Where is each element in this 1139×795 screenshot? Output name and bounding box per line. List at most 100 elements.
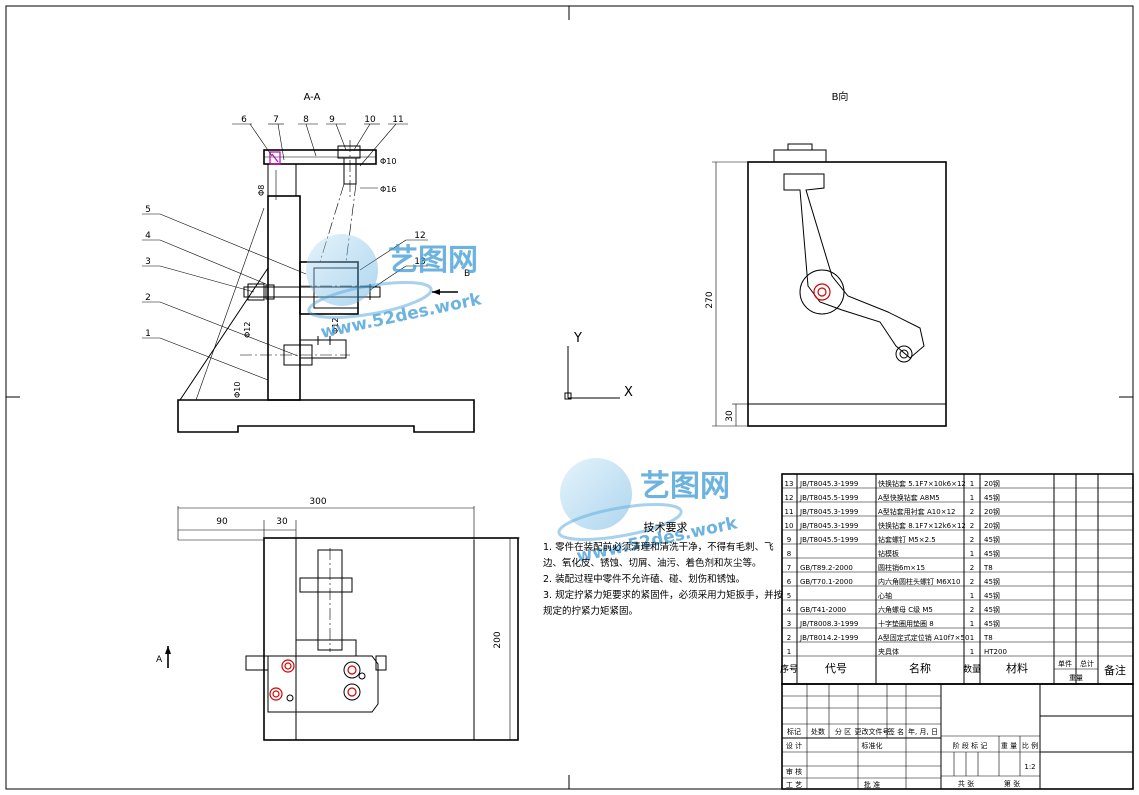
watermark-1: 艺图网 www.52des.work — [306, 234, 484, 343]
svg-text:A型钻套用衬套 A10×12: A型钻套用衬套 A10×12 — [878, 507, 955, 516]
svg-text:JB/T8008.3-1999: JB/T8008.3-1999 — [799, 620, 858, 628]
svg-text:阶 段 标 记: 阶 段 标 记 — [953, 741, 988, 750]
svg-text:1: 1 — [787, 648, 791, 656]
svg-text:JB/T8045.3-1999: JB/T8045.3-1999 — [799, 522, 858, 530]
bom-row-6: 6 GB/T70.1-2000 内六角圆柱头螺钉 M6X10 2 45钢 — [787, 577, 1000, 586]
dim-phi10-bottom: Φ10 — [233, 382, 242, 398]
svg-text:4: 4 — [787, 606, 792, 614]
svg-text:9: 9 — [787, 536, 791, 544]
watermark-brand: 艺图网 — [640, 469, 730, 504]
svg-text:GB/T70.1-2000: GB/T70.1-2000 — [800, 578, 853, 586]
svg-text:2: 2 — [970, 606, 974, 614]
svg-text:8: 8 — [787, 550, 791, 558]
svg-text:45钢: 45钢 — [984, 605, 1000, 614]
svg-text:6: 6 — [787, 578, 792, 586]
svg-text:圆柱销6m×15: 圆柱销6m×15 — [878, 563, 925, 572]
balloon-9: 9 — [329, 115, 335, 125]
title-block-text: 标记 处数 分 区 更改文件号 签 名 年, 月, 日 设 计 标准化 审 核 … — [786, 727, 1038, 789]
svg-text:2: 2 — [970, 508, 974, 516]
view-b-marker: B — [464, 269, 470, 279]
svg-text:1: 1 — [970, 480, 974, 488]
svg-text:1: 1 — [970, 494, 974, 502]
dim-30-plan: 30 — [276, 517, 288, 527]
balloon-6: 6 — [241, 115, 247, 125]
svg-text:12: 12 — [785, 494, 794, 502]
technical-requirements: 技术要求 1. 零件在装配前必须清理和清洗干净，不得有毛刺、飞边、氧化皮、锈蚀、… — [543, 520, 788, 620]
svg-text:T8: T8 — [983, 634, 993, 642]
balloon-2: 2 — [145, 293, 151, 303]
svg-text:钻模板: 钻模板 — [878, 549, 899, 558]
dim-300: 300 — [309, 497, 326, 507]
view-a-marker: A — [156, 655, 163, 665]
svg-text:标记: 标记 — [787, 727, 801, 736]
title-block-grid — [781, 683, 1134, 790]
svg-text:夹具体: 夹具体 — [878, 647, 899, 656]
svg-text:45钢: 45钢 — [984, 591, 1000, 600]
svg-text:20钢: 20钢 — [984, 479, 1000, 488]
svg-text:JB/T8045.3-1999: JB/T8045.3-1999 — [799, 508, 858, 516]
svg-text:1: 1 — [970, 592, 974, 600]
svg-text:20钢: 20钢 — [984, 521, 1000, 530]
svg-text:共 张: 共 张 — [958, 779, 974, 788]
svg-text:2: 2 — [970, 578, 974, 586]
svg-text:HT200: HT200 — [984, 648, 1007, 656]
svg-text:第 张: 第 张 — [1004, 779, 1020, 788]
axis-y-label: Y — [573, 331, 582, 346]
svg-text:JB/T8045.5-1999: JB/T8045.5-1999 — [799, 494, 858, 502]
svg-text:T8: T8 — [983, 564, 993, 572]
svg-text:重 量: 重 量 — [1001, 742, 1017, 750]
balloon-3: 3 — [145, 257, 151, 267]
svg-text:45钢: 45钢 — [984, 493, 1000, 502]
balloon-4: 4 — [145, 231, 151, 241]
svg-text:2: 2 — [970, 564, 974, 572]
dim-phi12-b: Φ12 — [331, 318, 340, 334]
svg-text:A型快换钻套 A8M5: A型快换钻套 A8M5 — [878, 493, 940, 502]
dim-90: 90 — [216, 517, 228, 527]
balloon-13: 13 — [414, 257, 425, 267]
svg-text:设 计: 设 计 — [786, 741, 802, 750]
tech-req-title: 技术要求 — [643, 521, 688, 534]
svg-text:13: 13 — [785, 480, 794, 488]
center-marks — [6, 6, 1133, 789]
svg-text:六角螺母 C级 M5: 六角螺母 C级 M5 — [878, 605, 933, 614]
svg-text:标准化: 标准化 — [862, 741, 883, 750]
svg-text:45钢: 45钢 — [984, 619, 1000, 628]
svg-text:7: 7 — [787, 564, 791, 572]
svg-text:45钢: 45钢 — [984, 549, 1000, 558]
balloon-5: 5 — [145, 205, 151, 215]
svg-text:20钢: 20钢 — [984, 507, 1000, 516]
ucs-icon — [564, 346, 620, 400]
bom-row-11: 11 JB/T8045.3-1999 A型钻套用衬套 A10×12 2 20钢 — [785, 507, 1000, 516]
svg-text:11: 11 — [785, 508, 794, 516]
svg-text:快换钻套 5.1F7×10k6×12: 快换钻套 5.1F7×10k6×12 — [878, 479, 966, 488]
svg-text:5: 5 — [787, 592, 791, 600]
svg-text:45钢: 45钢 — [984, 535, 1000, 544]
axis-x-label: X — [624, 385, 633, 400]
svg-text:内六角圆柱头螺钉 M6X10: 内六角圆柱头螺钉 M6X10 — [878, 577, 960, 586]
svg-text:批 准: 批 准 — [864, 780, 880, 789]
svg-text:2: 2 — [787, 634, 791, 642]
svg-text:比 例: 比 例 — [1022, 741, 1038, 750]
dim-200: 200 — [493, 631, 503, 648]
svg-text:审 核: 审 核 — [786, 767, 802, 776]
balloon-10: 10 — [364, 115, 376, 125]
tech-req-item-2: 2. 装配过程中零件不允许磕、碰、划伤和锈蚀。 — [543, 574, 746, 585]
dim-30-side: 30 — [725, 410, 735, 422]
balloon-11: 11 — [392, 115, 403, 125]
svg-text:45钢: 45钢 — [984, 577, 1000, 586]
view-b-title: B向 — [832, 90, 849, 103]
dim-phi16: Φ16 — [380, 185, 396, 194]
svg-text:序号: 序号 — [780, 663, 798, 675]
dim-phi12-a: Φ12 — [243, 322, 252, 338]
svg-text:JB/T8014.2-1999: JB/T8014.2-1999 — [799, 634, 858, 642]
svg-text:2: 2 — [970, 522, 974, 530]
svg-text:JB/T8045.5-1999: JB/T8045.5-1999 — [799, 536, 858, 544]
